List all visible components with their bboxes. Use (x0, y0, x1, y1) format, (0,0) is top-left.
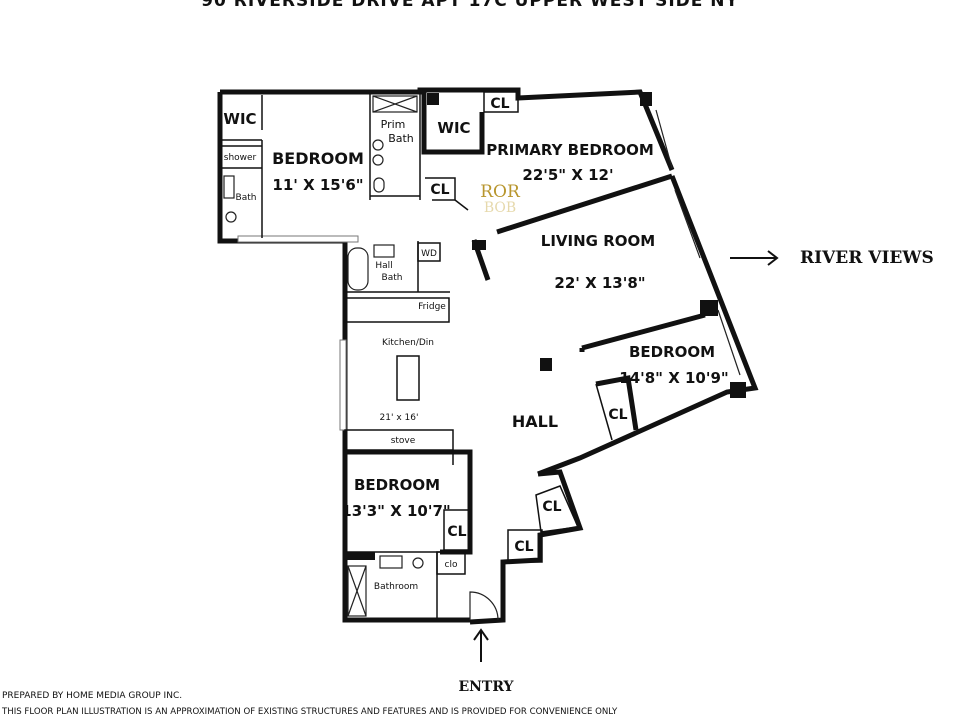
river-views: RIVER VIEWS (730, 248, 934, 268)
kitchen-dims: 21' x 16' (380, 413, 419, 423)
cl-bedroom-east-label: CL (608, 407, 627, 423)
river-views-label: RIVER VIEWS (800, 248, 934, 268)
primary-bedroom-name: PRIMARY BEDROOM (486, 141, 654, 159)
plan-title: 90 RIVERSIDE DRIVE APT 17C UPPER WEST SI… (201, 0, 739, 11)
interior-walls (222, 91, 706, 621)
living-room-name: LIVING ROOM (541, 232, 655, 250)
stove-label: stove (391, 436, 416, 446)
wic-left-label: WIC (223, 110, 256, 128)
prim-bath-label-1: Prim (381, 118, 406, 131)
cl-primary-label: CL (430, 182, 449, 198)
cl-hall-1-label: CL (542, 499, 561, 515)
pillars (345, 92, 746, 560)
primary-bedroom-dims: 22'5" X 12' (522, 166, 613, 184)
cl-bedroom-south-label: CL (447, 524, 466, 540)
bedroom-east-dims: 14'8" X 10'9" (619, 369, 728, 387)
watermark-text-2: BOB (484, 200, 516, 216)
wic-primary-label: WIC (437, 119, 470, 137)
bedroom-south-name: BEDROOM (354, 476, 440, 494)
bedroom-east-name: BEDROOM (629, 343, 715, 361)
entry-marker: ENTRY (458, 628, 515, 695)
bedroom-nw-dims: 11' X 15'6" (272, 176, 363, 194)
disclaimer: THIS FLOOR PLAN ILLUSTRATION IS AN APPRO… (1, 707, 618, 717)
shower-label: shower (224, 153, 257, 163)
hall-label: HALL (512, 412, 558, 431)
bathroom-label: Bathroom (374, 582, 418, 592)
arrow-right-icon (730, 250, 779, 266)
prim-bath-label-2: Bath (388, 132, 414, 145)
hall-bath-label-2: Bath (382, 273, 403, 283)
watermark-logo: ROR BOB (480, 182, 521, 216)
cl-hall-2-label: CL (514, 539, 533, 555)
entry-label: ENTRY (458, 679, 514, 695)
windows (237, 109, 741, 431)
bedroom-nw-name: BEDROOM (272, 149, 364, 168)
room-labels: WIC shower Bath BEDROOM 11' X 15'6" Prim… (223, 96, 728, 592)
watermark-text-1: ROR (480, 182, 521, 202)
bedroom-south-dims: 13'3" X 10'7" (341, 502, 450, 520)
kitchen-name: Kitchen/Din (382, 338, 434, 348)
wd-label: WD (421, 249, 437, 259)
living-room-dims: 22' X 13'8" (554, 274, 645, 292)
bath-small-label: Bath (236, 193, 257, 203)
hall-bath-label-1: Hall (375, 261, 392, 271)
fridge-label: Fridge (418, 302, 446, 312)
cl-top-label: CL (490, 96, 509, 112)
prepared-by: PREPARED BY HOME MEDIA GROUP INC. (2, 691, 182, 701)
clo-label: clo (445, 560, 458, 570)
arrow-up-icon (473, 628, 489, 662)
